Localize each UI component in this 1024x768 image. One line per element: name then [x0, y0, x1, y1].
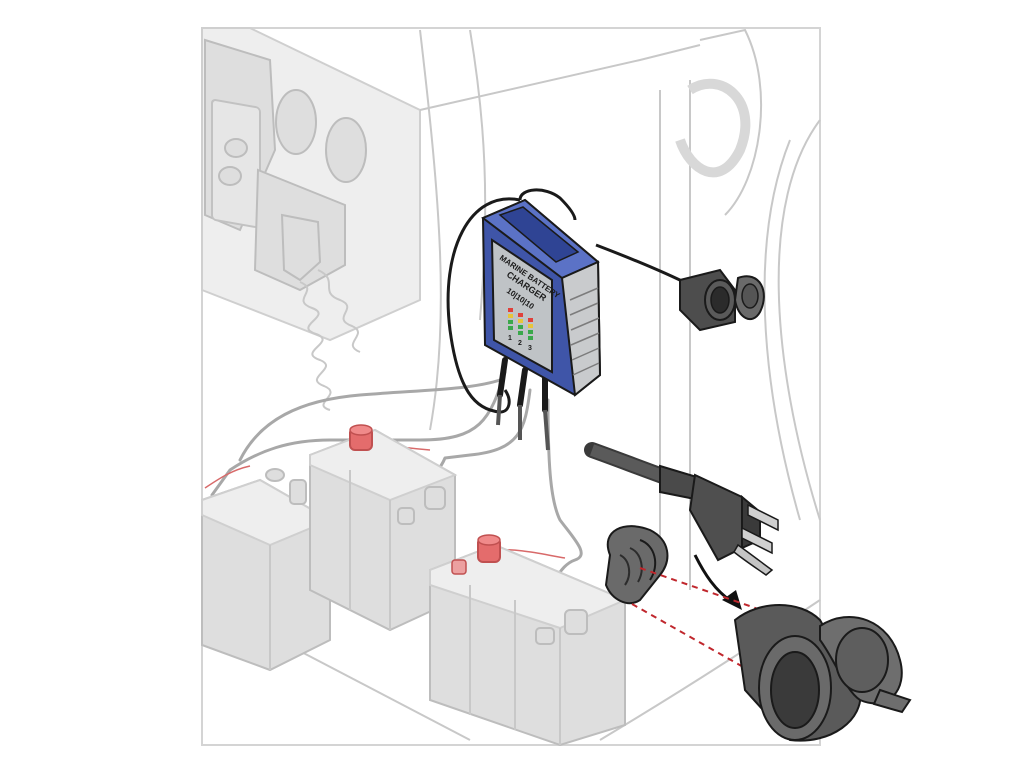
battery-left-terminal — [265, 468, 285, 482]
battery-middle — [309, 424, 458, 632]
alignment-line-lower — [631, 603, 746, 669]
battery-front — [429, 534, 628, 747]
charger-front-panel — [490, 238, 553, 374]
dc-cable-to-socket — [595, 243, 691, 287]
battery-middle-negative-terminal — [424, 486, 446, 510]
cable-red-lead-3 — [204, 465, 251, 489]
ac-plug-ground-pin — [733, 543, 774, 576]
ac-plug-body — [688, 473, 743, 562]
ac-plug-prong-1 — [747, 503, 779, 532]
battery-front-negative-terminal — [564, 609, 588, 635]
charger-channel-1: 1 — [508, 335, 512, 342]
display-screen — [211, 99, 261, 229]
dc-cable-loop — [446, 197, 521, 414]
grab-handle-outline — [699, 28, 762, 216]
charger-led-columns — [508, 308, 533, 340]
radio-mic — [280, 213, 322, 282]
right-hull-curve-2 — [763, 139, 801, 521]
battery-left — [201, 468, 333, 672]
right-hull-curve — [777, 119, 821, 521]
ac-power-cord — [584, 442, 779, 576]
ac-plug-prong-2 — [741, 526, 773, 555]
dc-socket-small — [679, 268, 765, 332]
charger-channel-3: 3 — [528, 345, 532, 352]
mic-coiled-cord-2 — [317, 269, 361, 353]
dc-socket-large — [733, 604, 912, 742]
battery-charger: MARINE BATTERY CHARGER 10|10|10 1 2 3 — [481, 198, 602, 397]
gauge-right — [325, 117, 367, 183]
charger-heatsink — [560, 260, 602, 397]
gauge-left — [275, 89, 317, 155]
mic-coiled-cord — [299, 281, 332, 411]
dc-cable-top — [518, 188, 577, 221]
knob-upper — [224, 138, 248, 158]
grab-handle — [675, 78, 751, 178]
knob-lower — [218, 166, 242, 186]
boat-console-background — [201, 27, 821, 746]
rubber-boot — [604, 525, 669, 605]
battery-left-post — [289, 479, 307, 505]
charger-channel-2: 2 — [518, 340, 522, 347]
bulkhead-top — [419, 44, 701, 111]
console-edge-left — [419, 29, 442, 431]
charger-output-leads — [496, 357, 550, 451]
